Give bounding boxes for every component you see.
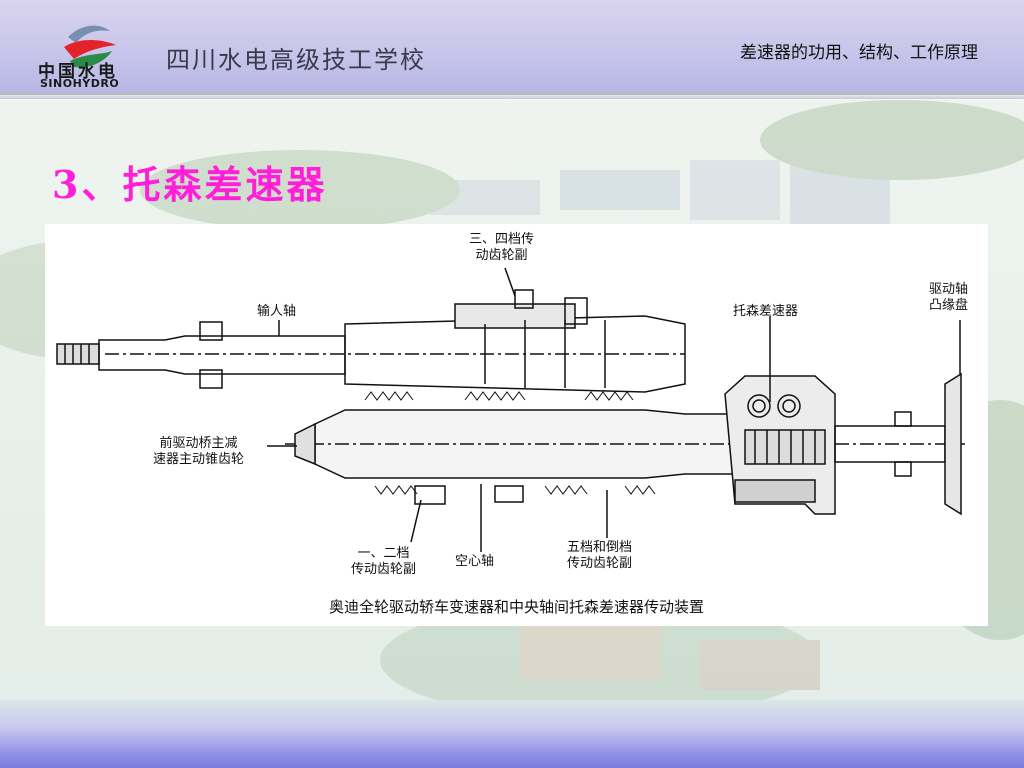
- logo-chinese-text: 中国水电: [38, 62, 118, 82]
- gearbox-cross-section-drawing: [56, 267, 965, 552]
- label-hollow-shaft: 空心轴: [455, 554, 495, 569]
- figure-caption: 奥迪全轮驱动轿车变速器和中央轴间托森差速器传动装置: [328, 598, 704, 616]
- label-torsen-differential: 托森差速器: [733, 304, 799, 319]
- slide-title: 3、托森差速器: [52, 162, 328, 207]
- label-input-shaft: 输人轴: [257, 304, 297, 319]
- label-gear-3-4: 三、四档传动齿轮副: [469, 232, 535, 263]
- slide-topic: 差速器的功用、结构、工作原理: [740, 43, 978, 63]
- transmission-diagram: 三、四档传动齿轮副 输人轴 托森差速器 驱动轴凸缘盘 前驱动桥主减速器主动锥齿轮…: [45, 224, 988, 626]
- label-drive-shaft-flange: 驱动轴凸缘盘: [929, 282, 969, 313]
- school-name: 四川水电高级技工学校: [166, 46, 426, 74]
- header-divider: [0, 95, 1024, 99]
- label-gear-1-2: 一、二档传动齿轮副: [351, 546, 417, 577]
- label-front-axle-pinion: 前驱动桥主减速器主动锥齿轮: [153, 436, 245, 467]
- header-band: 中国水电 SINOHYDRO 四川水电高级技工学校 差速器的功用、结构、工作原理: [0, 0, 1024, 95]
- sinohydro-logo-icon: [64, 25, 116, 68]
- footer-band: [0, 700, 1024, 768]
- label-gear-5-reverse: 五档和倒档传动齿轮副: [567, 540, 633, 571]
- logo-english-text: SINOHYDRO: [40, 77, 120, 90]
